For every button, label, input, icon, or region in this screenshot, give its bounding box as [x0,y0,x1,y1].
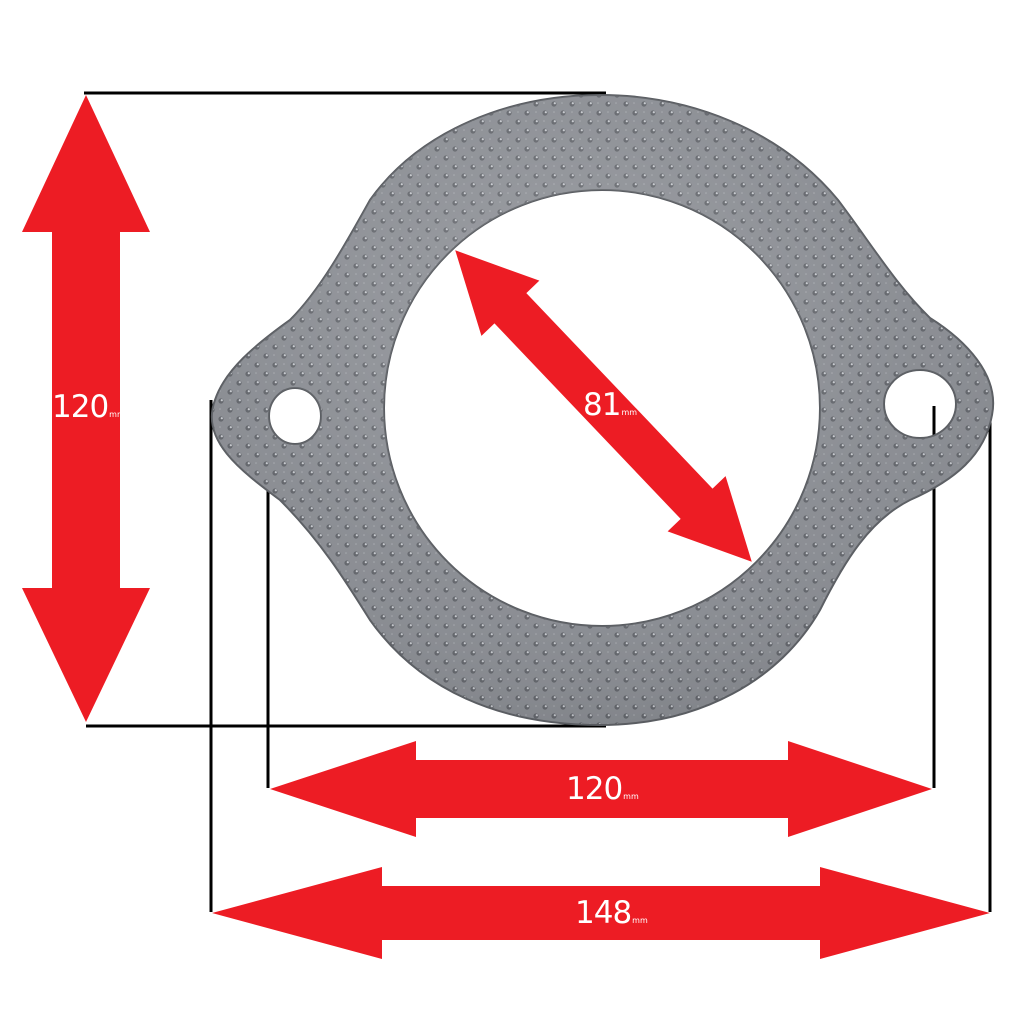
bore-diameter-unit: mm [621,408,638,417]
dimension-arrows [22,95,990,959]
height-label: 120mm [52,392,125,423]
overall-width-arrow [212,867,990,959]
bolt-spacing-label: 120mm [566,774,639,805]
bore-diameter-value: 81 [583,387,621,423]
bore-diameter-arrow [455,250,752,562]
overall-width-unit: mm [632,916,648,925]
height-value: 120 [52,389,109,425]
bore-diameter-arrow-group [455,250,752,562]
overall-width-value: 148 [575,895,632,931]
overall-width-label: 148mm [575,898,648,929]
bolt-spacing-unit: mm [623,792,639,801]
height-unit: mm [109,410,125,419]
height-arrow [22,95,150,722]
bolt-spacing-arrow [270,741,932,837]
bore-diameter-label: 81mm [583,390,637,421]
gasket [210,93,995,727]
gasket-sheen [211,95,994,725]
bolt-spacing-value: 120 [566,771,623,807]
